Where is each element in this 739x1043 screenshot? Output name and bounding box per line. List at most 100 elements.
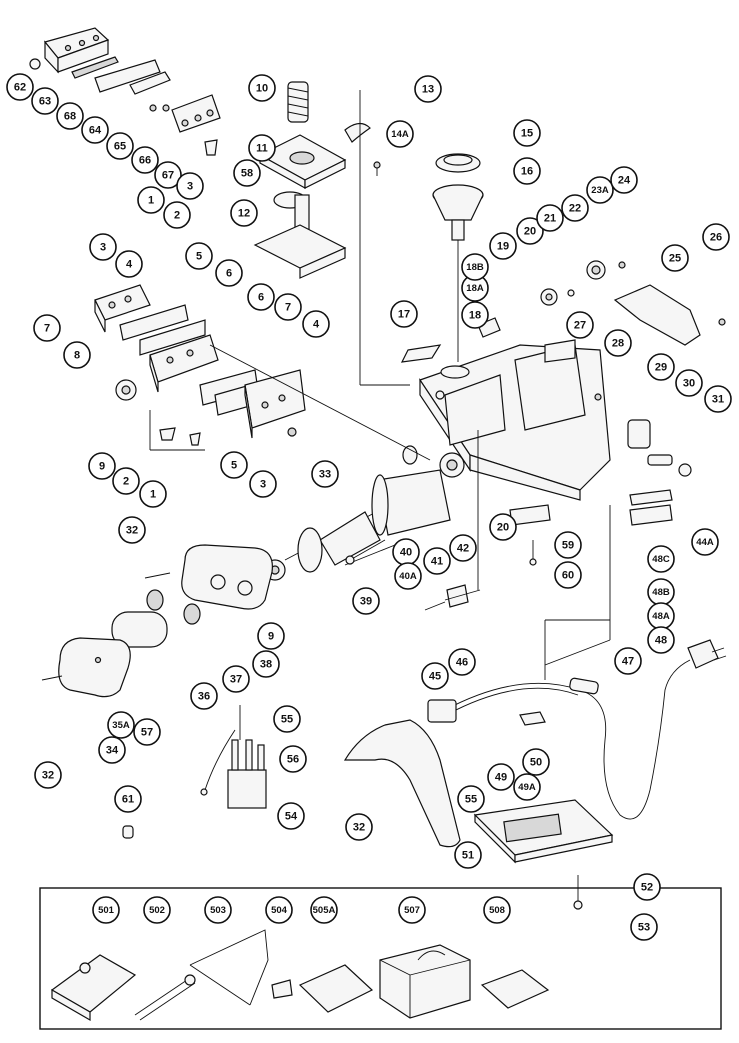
callout-circle <box>33 314 61 342</box>
callout-number: 33 <box>319 469 331 481</box>
part-callout-32: 32 <box>118 516 146 544</box>
callout-number: 3 <box>187 181 193 193</box>
callout-number: 46 <box>456 657 468 669</box>
callout-number: 28 <box>612 338 624 350</box>
part-callout-47: 47 <box>614 647 642 675</box>
callout-circle <box>513 119 541 147</box>
callout-circle <box>647 545 675 573</box>
part-callout-68: 68 <box>56 102 84 130</box>
callout-number: 17 <box>398 309 410 321</box>
callout-circle <box>277 802 305 830</box>
callout-circle <box>461 301 489 329</box>
callout-circle <box>630 913 658 941</box>
callout-number: 23A <box>591 185 609 196</box>
callout-number: 7 <box>285 302 291 314</box>
callout-circle <box>310 896 338 924</box>
part-callout-51: 51 <box>454 841 482 869</box>
callout-number: 61 <box>122 794 134 806</box>
callout-number: 18 <box>469 310 481 322</box>
callout-circle <box>247 283 275 311</box>
callout-number: 22 <box>569 203 581 215</box>
callout-circle <box>273 705 301 733</box>
callout-number: 10 <box>256 83 268 95</box>
part-callout-44A: 44A <box>691 528 719 556</box>
part-callout-31: 31 <box>704 385 732 413</box>
blade-holder-assembly <box>29 27 221 156</box>
callout-circle <box>114 785 142 813</box>
part-callout-10: 10 <box>248 74 276 102</box>
callout-circle <box>554 561 582 589</box>
callout-circle <box>516 217 544 245</box>
callout-number: 54 <box>285 811 298 823</box>
callout-circle <box>352 587 380 615</box>
callout-circle <box>554 531 582 559</box>
callout-circle <box>112 467 140 495</box>
callout-number: 36 <box>198 691 210 703</box>
callout-number: 63 <box>39 96 51 108</box>
belt-drive-group <box>41 544 273 698</box>
callout-circle <box>586 176 614 204</box>
part-callout-5: 5 <box>185 242 213 270</box>
callout-circle <box>63 341 91 369</box>
callout-circle <box>89 233 117 261</box>
callout-circle <box>185 242 213 270</box>
part-callout-48C: 48C <box>647 545 675 573</box>
part-callout-13: 13 <box>414 75 442 103</box>
callout-number: 507 <box>404 905 420 916</box>
part-callout-55: 55 <box>457 785 485 813</box>
callout-number: 8 <box>74 350 80 362</box>
callout-circle <box>248 134 276 162</box>
part-callout-54: 54 <box>277 802 305 830</box>
callout-circle <box>279 745 307 773</box>
callout-number: 56 <box>287 754 299 766</box>
callout-circle <box>604 329 632 357</box>
callout-circle <box>204 896 232 924</box>
callout-number: 2 <box>123 476 129 488</box>
part-callout-2: 2 <box>112 467 140 495</box>
callout-number: 504 <box>271 905 288 916</box>
part-callout-33: 33 <box>311 460 339 488</box>
accessories-artwork <box>50 929 550 1022</box>
accessory-callout-507: 507 <box>398 896 426 924</box>
callout-number: 65 <box>114 141 126 153</box>
callout-number: 6 <box>226 268 232 280</box>
part-callout-6: 6 <box>215 259 243 287</box>
upper-small-parts <box>344 122 484 241</box>
main-housing <box>400 344 611 501</box>
part-callout-52: 52 <box>633 873 661 901</box>
callout-number: 9 <box>99 461 105 473</box>
callout-circle <box>457 785 485 813</box>
callout-number: 19 <box>497 241 509 253</box>
callout-number: 40 <box>400 547 412 559</box>
callout-circle <box>390 300 418 328</box>
callout-circle <box>345 813 373 841</box>
part-callout-16: 16 <box>513 157 541 185</box>
callout-circle <box>702 223 730 251</box>
accessories-frame <box>39 887 722 1030</box>
callout-number: 13 <box>422 84 434 96</box>
callout-number: 34 <box>106 745 119 757</box>
part-callout-62: 62 <box>6 73 34 101</box>
callout-circle <box>647 353 675 381</box>
callout-number: 68 <box>64 111 76 123</box>
callout-circle <box>115 250 143 278</box>
callout-number: 9 <box>268 631 274 643</box>
callout-number: 32 <box>42 770 54 782</box>
part-callout-28: 28 <box>604 329 632 357</box>
callout-number: 53 <box>638 922 650 934</box>
bearing-bracket-group <box>477 260 726 401</box>
part-callout-27: 27 <box>566 311 594 339</box>
callout-number: 35A <box>112 720 130 731</box>
callout-circle <box>133 718 161 746</box>
part-callout-63: 63 <box>31 87 59 115</box>
callout-circle <box>423 547 451 575</box>
callout-circle <box>56 102 84 130</box>
callout-circle <box>215 259 243 287</box>
part-callout-1: 1 <box>139 480 167 508</box>
part-callout-56: 56 <box>279 745 307 773</box>
callout-number: 64 <box>89 125 102 137</box>
part-callout-30: 30 <box>675 369 703 397</box>
callout-number: 5 <box>196 251 202 263</box>
part-callout-41: 41 <box>423 547 451 575</box>
